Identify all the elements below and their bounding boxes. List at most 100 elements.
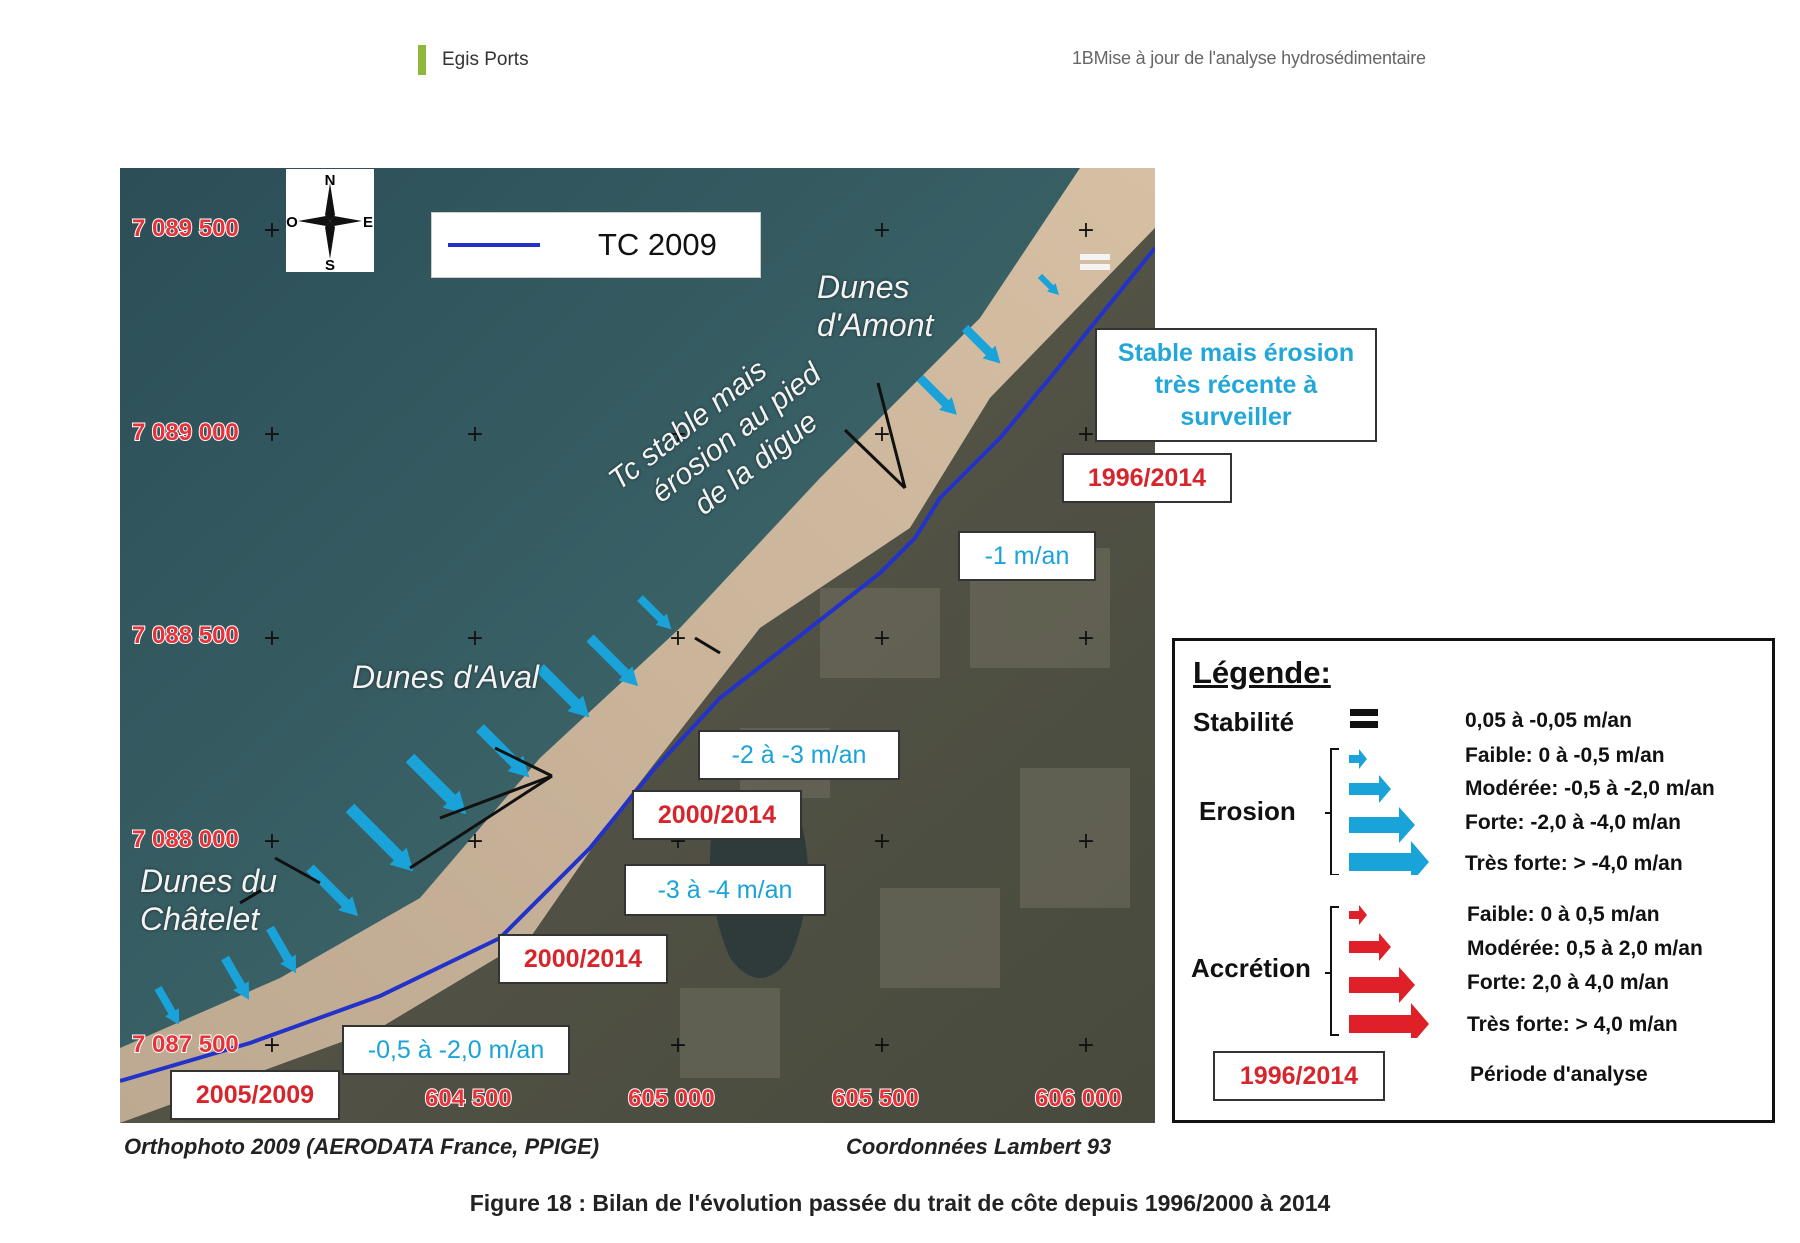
grid-cross: +	[1077, 1033, 1095, 1058]
grid-crosses: +++++++++++++++++++++++++	[263, 218, 1095, 1058]
legend-period-example: 1996/2014	[1213, 1051, 1385, 1101]
coords-caption: Coordonnées Lambert 93	[846, 1134, 1112, 1159]
legend-erosion-item: Modérée: -0,5 à -2,0 m/an	[1465, 777, 1715, 800]
pointer-line	[439, 774, 553, 820]
erosion-arrow	[221, 955, 250, 1000]
y-coord-label: 7 088 500	[132, 622, 239, 649]
legend-erosion-item: Très forte: > -4,0 m/an	[1465, 852, 1683, 875]
rate-box: -2 à -3 m/an	[698, 730, 900, 780]
source-caption: Orthophoto 2009 (AERODATA France, PPIGE)	[124, 1134, 600, 1159]
x-coord-label: 604 500	[425, 1085, 512, 1112]
accretion-legend-arrows	[1325, 905, 1429, 1038]
pointer-line	[494, 746, 553, 778]
grid-cross: +	[263, 829, 281, 854]
erosion-arrow	[961, 324, 1001, 364]
map-legend: Légende: Stabilité 0,05 à -0,05 m/an Ero…	[1172, 638, 1775, 1123]
grid-cross: +	[873, 626, 891, 651]
legend-erosion-label: Erosion	[1199, 796, 1296, 826]
compass-w: O	[286, 214, 298, 231]
legend-accretion-item: Faible: 0 à 0,5 m/an	[1467, 903, 1660, 926]
erosion-arrow	[916, 374, 957, 415]
grid-cross: +	[669, 422, 687, 447]
y-coord-label: 7 087 500	[132, 1031, 239, 1058]
header-company: Egis Ports	[442, 49, 529, 70]
map-canvas: +++++++++++++++++++++++++ 7 089 500 7 08…	[120, 168, 1155, 1123]
header-title: 1BMise à jour de l'analyse hydrosédiment…	[1072, 48, 1426, 68]
label-dunes-amont: Dunes d'Amont	[817, 269, 934, 343]
stability-marker	[1080, 254, 1110, 270]
erosion-arrow	[1037, 273, 1059, 295]
tc-legend-label: TC 2009	[598, 227, 717, 262]
x-coord-label: 605 000	[628, 1085, 715, 1112]
tc-line-swatch	[448, 243, 540, 247]
grid-cross: +	[873, 218, 891, 243]
legend-title: Légende:	[1193, 655, 1331, 690]
x-coord-label: 606 000	[1035, 1085, 1122, 1112]
label-dunes-chatelet: Dunes du Châtelet	[140, 863, 277, 937]
grid-cross: +	[1077, 218, 1095, 243]
trait-de-cote-line	[120, 246, 1155, 1083]
erosion-arrow	[637, 595, 672, 630]
stability-symbol	[1350, 721, 1378, 728]
legend-period-label: Période d'analyse	[1470, 1063, 1648, 1086]
pointer-line	[274, 856, 321, 885]
grid-cross: +	[669, 626, 687, 651]
grid-cross: +	[263, 1033, 281, 1058]
compass-e: E	[363, 214, 373, 231]
accretion-arrow-icons	[1349, 905, 1429, 1038]
period-box: 2000/2014	[632, 790, 802, 840]
x-coord-labels: 604 500 605 000 605 500 606 000	[424, 1084, 1123, 1113]
period-box: 1996/2014	[1062, 453, 1232, 503]
legend-accretion-item: Modérée: 0,5 à 2,0 m/an	[1467, 937, 1703, 960]
period-box: 2000/2014	[498, 934, 668, 984]
grid-cross: +	[1077, 829, 1095, 854]
pointer-line	[876, 382, 907, 489]
sand-area	[120, 168, 1155, 1123]
compass-icon: N S O E	[286, 172, 373, 272]
grid-cross: +	[263, 422, 281, 447]
grid-cross: +	[873, 1033, 891, 1058]
erosion-arrow	[586, 634, 639, 687]
header-accent-bar	[418, 45, 426, 75]
legend-stabilite-range: 0,05 à -0,05 m/an	[1465, 709, 1632, 732]
compass-s: S	[325, 257, 335, 272]
pointer-line	[239, 888, 263, 905]
y-coord-labels: 7 089 500 7 089 000 7 088 500 7 088 000 …	[131, 214, 240, 1059]
pointer-line	[843, 428, 907, 490]
erosion-arrow	[154, 986, 180, 1025]
y-coord-label: 7 089 000	[132, 419, 239, 446]
grid-cross: +	[466, 829, 484, 854]
stability-symbol	[1350, 709, 1378, 716]
grid-cross: +	[466, 422, 484, 447]
grid-cross: +	[1077, 626, 1095, 651]
legend-erosion-item: Faible: 0 à -0,5 m/an	[1465, 744, 1665, 767]
erosion-arrow-icons	[1349, 749, 1429, 875]
grid-cross: +	[466, 626, 484, 651]
grid-cross: +	[669, 1033, 687, 1058]
pointer-lines	[239, 382, 907, 905]
y-coord-label: 7 088 000	[132, 826, 239, 853]
rate-box: -1 m/an	[958, 531, 1096, 581]
grid-cross: +	[873, 422, 891, 447]
rate-box: -0,5 à -2,0 m/an	[342, 1025, 570, 1075]
grid-cross: +	[263, 218, 281, 243]
compass-rose: N S O E	[286, 169, 374, 272]
header-left: Egis Ports	[418, 45, 529, 75]
erosion-legend-arrows	[1325, 748, 1429, 875]
grid-cross: +	[263, 626, 281, 651]
period-box: 2005/2009	[170, 1070, 340, 1120]
x-coord-label: 605 500	[832, 1085, 919, 1112]
tc-legend-box: TC 2009	[432, 213, 760, 277]
figure-caption: Figure 18 : Bilan de l'évolution passée …	[469, 1190, 1331, 1216]
compass-n: N	[325, 172, 336, 189]
grid-cross: +	[873, 829, 891, 854]
label-dunes-aval: Dunes d'Aval	[352, 659, 539, 695]
stable-note-text: Stable mais érosion très récente à surve…	[1117, 339, 1355, 431]
erosion-arrow	[345, 803, 414, 872]
stable-note-box: Stable mais érosion très récente à surve…	[1095, 328, 1377, 442]
grid-cross: +	[1077, 422, 1095, 447]
erosion-arrow	[266, 925, 297, 974]
erosion-arrow	[536, 664, 590, 718]
y-coord-label: 7 089 500	[132, 215, 239, 242]
rate-box: -3 à -4 m/an	[624, 864, 826, 916]
